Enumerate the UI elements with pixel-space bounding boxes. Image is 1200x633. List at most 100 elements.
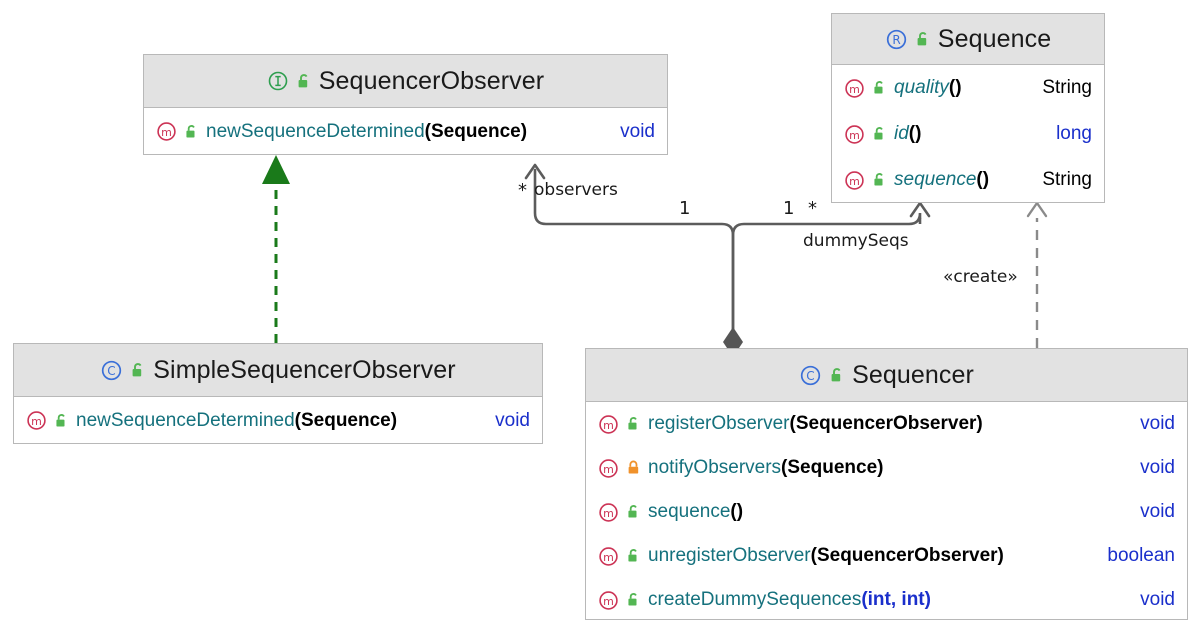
method-params: (SequencerObserver) <box>810 545 1004 566</box>
class-box-simple-sequencer-observer[interactable]: C SimpleSequencerObserver m <box>13 343 543 444</box>
method-return-type: long <box>1056 123 1092 144</box>
method-return-type: boolean <box>1107 545 1175 566</box>
class-icon: C <box>799 364 822 387</box>
public-unlock-icon <box>872 126 887 142</box>
class-header-sequencer: C Sequencer <box>586 349 1187 402</box>
svg-text:m: m <box>603 462 614 475</box>
method-return-type: void <box>1140 457 1175 478</box>
method-return-type: void <box>1140 413 1175 434</box>
class-name-simple-sequencer-observer: SimpleSequencerObserver <box>153 355 456 384</box>
method-name: sequence <box>648 501 731 522</box>
edge-label-create-stereotype: «create» <box>943 267 1018 287</box>
method-params: () <box>908 123 922 144</box>
interface-icon <box>267 70 289 92</box>
method-icon: m <box>156 121 177 142</box>
member-row[interactable]: m registerObserver(SequencerObserver) vo… <box>586 402 1187 446</box>
method-name: sequence <box>894 169 977 190</box>
method-params: (Sequence) <box>781 457 884 478</box>
class-name-sequencer-observer: SequencerObserver <box>318 66 545 95</box>
svg-text:m: m <box>603 418 614 431</box>
edge-label-dummyseqs-role: dummySeqs <box>803 231 909 251</box>
method-icon: m <box>26 410 47 431</box>
method-name: id <box>894 123 909 144</box>
method-icon: m <box>844 78 865 99</box>
member-row[interactable]: m id() long <box>832 111 1104 157</box>
member-row[interactable]: m sequence() String <box>832 157 1104 203</box>
public-unlock-icon <box>626 548 641 564</box>
member-row[interactable]: m newSequenceDetermined(Sequence) void <box>144 108 667 155</box>
record-icon: R <box>885 28 908 51</box>
method-params: () <box>730 501 744 522</box>
member-row[interactable]: m createDummySequences(int, int) void <box>586 578 1187 622</box>
edge-label-dummyseqs-multiplicity: * <box>808 198 817 219</box>
class-icon: C <box>100 359 123 382</box>
member-row[interactable]: m notifyObservers(Sequence) void <box>586 446 1187 490</box>
class-name-sequencer: Sequencer <box>852 360 974 389</box>
svg-text:m: m <box>161 126 172 139</box>
member-row[interactable]: m sequence() void <box>586 490 1187 534</box>
method-icon: m <box>844 170 865 191</box>
method-icon: m <box>844 124 865 145</box>
class-box-sequencer[interactable]: C Sequencer m <box>585 348 1188 620</box>
edge-label-observers-role: observers <box>534 180 618 200</box>
member-row[interactable]: m quality() String <box>832 65 1104 111</box>
dependency-edge-create <box>1026 201 1048 348</box>
method-name: createDummySequences <box>648 589 862 610</box>
members-sequence: m quality() String <box>832 65 1104 203</box>
method-icon: m <box>598 546 619 567</box>
method-return-type: String <box>1042 77 1092 98</box>
association-edge-dummyseqs <box>731 201 931 347</box>
public-unlock-icon <box>915 31 931 48</box>
method-params: (SequencerObserver) <box>789 413 983 434</box>
member-row[interactable]: m unregisterObserver(SequencerObserver) … <box>586 534 1187 578</box>
method-icon: m <box>598 414 619 435</box>
svg-text:C: C <box>108 364 116 378</box>
realization-edge-simple-to-observer <box>262 155 290 343</box>
class-box-sequencer-observer[interactable]: SequencerObserver m newSequenceDe <box>143 54 668 155</box>
method-name: notifyObservers <box>648 457 782 478</box>
method-name: unregisterObserver <box>648 545 811 566</box>
method-return-type: void <box>620 120 655 142</box>
svg-text:R: R <box>892 33 900 47</box>
method-return-type: void <box>1140 501 1175 522</box>
method-params: (Sequence) <box>294 409 398 431</box>
method-params: () <box>948 77 962 98</box>
method-name: newSequenceDetermined <box>206 120 425 142</box>
svg-text:m: m <box>603 550 614 563</box>
method-params: () <box>976 169 990 190</box>
method-return-type: String <box>1042 169 1092 190</box>
public-unlock-icon <box>829 367 845 384</box>
method-name: registerObserver <box>648 413 790 434</box>
svg-text:m: m <box>603 506 614 519</box>
public-unlock-icon <box>626 504 641 520</box>
method-icon: m <box>598 458 619 479</box>
public-unlock-icon <box>626 416 641 432</box>
public-unlock-icon <box>872 172 887 188</box>
svg-text:m: m <box>849 174 860 187</box>
svg-text:m: m <box>849 82 860 95</box>
method-return-type: void <box>1140 589 1175 610</box>
class-header-sequencer-observer: SequencerObserver <box>144 55 667 108</box>
public-unlock-icon <box>296 73 312 90</box>
public-unlock-icon <box>872 80 887 96</box>
method-return-type: void <box>495 409 530 431</box>
members-sequencer-observer: m newSequenceDetermined(Sequence) void <box>144 108 667 155</box>
method-icon: m <box>598 502 619 523</box>
class-box-sequence[interactable]: R Sequence m <box>831 13 1105 203</box>
edge-label-right-one: 1 <box>783 198 795 219</box>
class-name-sequence: Sequence <box>937 24 1052 53</box>
member-row[interactable]: m newSequenceDetermined(Sequence) void <box>14 397 542 444</box>
public-unlock-icon <box>626 592 641 608</box>
members-sequencer: m registerObserver(SequencerObserver) vo… <box>586 402 1187 622</box>
method-name: quality <box>894 77 949 98</box>
method-name: newSequenceDetermined <box>76 409 295 431</box>
class-header-sequence: R Sequence <box>832 14 1104 65</box>
public-unlock-icon <box>54 413 69 429</box>
public-unlock-icon <box>184 124 199 140</box>
svg-text:m: m <box>603 594 614 607</box>
svg-text:C: C <box>806 369 814 383</box>
method-params: (Sequence) <box>424 120 528 142</box>
method-icon: m <box>598 590 619 611</box>
protected-lock-icon <box>626 460 641 476</box>
